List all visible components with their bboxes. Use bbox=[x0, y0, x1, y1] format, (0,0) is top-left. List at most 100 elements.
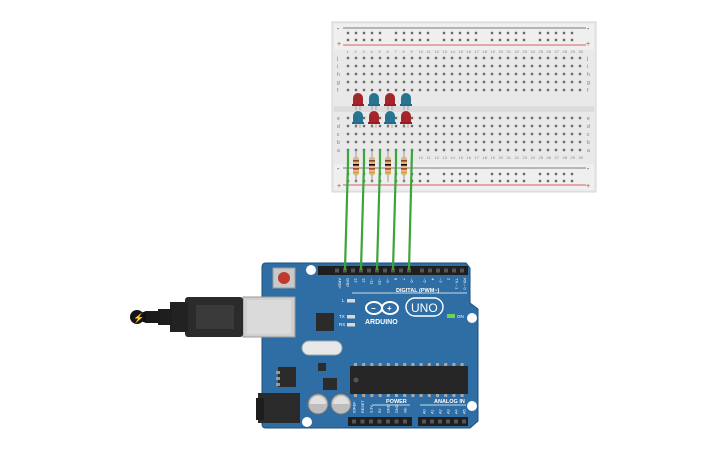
rail-hole[interactable] bbox=[354, 31, 358, 35]
jumper-wire[interactable] bbox=[391, 161, 398, 271]
terminal-hole[interactable] bbox=[418, 148, 422, 152]
terminal-hole[interactable] bbox=[370, 80, 374, 84]
rail-hole[interactable] bbox=[442, 38, 446, 42]
rail-hole[interactable] bbox=[466, 172, 470, 176]
terminal-hole[interactable] bbox=[370, 64, 374, 68]
terminal-hole[interactable] bbox=[530, 80, 534, 84]
terminal-hole[interactable] bbox=[370, 72, 374, 76]
terminal-hole[interactable] bbox=[538, 116, 542, 120]
rail-hole[interactable] bbox=[418, 31, 422, 35]
terminal-hole[interactable] bbox=[442, 132, 446, 136]
terminal-hole[interactable] bbox=[514, 140, 518, 144]
terminal-hole[interactable] bbox=[434, 56, 438, 60]
terminal-hole[interactable] bbox=[378, 132, 382, 136]
terminal-hole[interactable] bbox=[490, 72, 494, 76]
terminal-hole[interactable] bbox=[458, 80, 462, 84]
terminal-hole[interactable] bbox=[538, 132, 542, 136]
terminal-hole[interactable] bbox=[442, 56, 446, 60]
terminal-hole[interactable] bbox=[498, 80, 502, 84]
terminal-hole[interactable] bbox=[450, 56, 454, 60]
led[interactable] bbox=[352, 111, 364, 128]
rail-hole[interactable] bbox=[538, 31, 542, 35]
terminal-hole[interactable] bbox=[386, 72, 390, 76]
terminal-hole[interactable] bbox=[506, 72, 510, 76]
terminal-hole[interactable] bbox=[354, 140, 358, 144]
terminal-hole[interactable] bbox=[346, 72, 350, 76]
terminal-hole[interactable] bbox=[474, 140, 478, 144]
rail-hole[interactable] bbox=[562, 172, 566, 176]
terminal-hole[interactable] bbox=[474, 132, 478, 136]
terminal-hole[interactable] bbox=[482, 64, 486, 68]
terminal-hole[interactable] bbox=[450, 132, 454, 136]
reset-button[interactable] bbox=[272, 267, 296, 289]
terminal-hole[interactable] bbox=[570, 148, 574, 152]
terminal-hole[interactable] bbox=[554, 56, 558, 60]
rail-hole[interactable] bbox=[362, 38, 366, 42]
rail-hole[interactable] bbox=[450, 179, 454, 183]
terminal-hole[interactable] bbox=[522, 132, 526, 136]
terminal-hole[interactable] bbox=[410, 124, 414, 128]
arduino-uno[interactable]: ⚡ bbox=[130, 262, 479, 429]
header-pin[interactable] bbox=[369, 419, 373, 424]
terminal-hole[interactable] bbox=[394, 140, 398, 144]
rail-hole[interactable] bbox=[458, 179, 462, 183]
header-pin[interactable] bbox=[403, 419, 407, 424]
rail-hole[interactable] bbox=[442, 31, 446, 35]
terminal-hole[interactable] bbox=[466, 148, 470, 152]
led[interactable] bbox=[400, 93, 412, 110]
terminal-hole[interactable] bbox=[562, 140, 566, 144]
terminal-hole[interactable] bbox=[394, 132, 398, 136]
rail-hole[interactable] bbox=[474, 31, 478, 35]
terminal-hole[interactable] bbox=[554, 80, 558, 84]
jumper-wire[interactable] bbox=[343, 161, 350, 271]
terminal-hole[interactable] bbox=[458, 64, 462, 68]
usb-cable[interactable]: ⚡ bbox=[130, 297, 243, 337]
terminal-hole[interactable] bbox=[514, 148, 518, 152]
terminal-hole[interactable] bbox=[378, 88, 382, 92]
terminal-hole[interactable] bbox=[570, 140, 574, 144]
terminal-hole[interactable] bbox=[474, 64, 478, 68]
terminal-hole[interactable] bbox=[386, 132, 390, 136]
led[interactable] bbox=[352, 93, 364, 110]
rail-hole[interactable] bbox=[562, 31, 566, 35]
terminal-hole[interactable] bbox=[546, 56, 550, 60]
terminal-hole[interactable] bbox=[578, 140, 582, 144]
terminal-hole[interactable] bbox=[490, 140, 494, 144]
terminal-hole[interactable] bbox=[546, 80, 550, 84]
terminal-hole[interactable] bbox=[546, 116, 550, 120]
terminal-hole[interactable] bbox=[402, 132, 406, 136]
rail-hole[interactable] bbox=[346, 31, 350, 35]
terminal-hole[interactable] bbox=[530, 116, 534, 120]
terminal-hole[interactable] bbox=[450, 140, 454, 144]
power-analog-header[interactable] bbox=[348, 417, 468, 426]
rail-hole[interactable] bbox=[522, 172, 526, 176]
terminal-hole[interactable] bbox=[450, 148, 454, 152]
terminal-hole[interactable] bbox=[530, 64, 534, 68]
rail-hole[interactable] bbox=[490, 38, 494, 42]
terminal-hole[interactable] bbox=[474, 116, 478, 120]
terminal-hole[interactable] bbox=[562, 124, 566, 128]
terminal-hole[interactable] bbox=[466, 124, 470, 128]
resistor[interactable] bbox=[369, 150, 375, 182]
terminal-hole[interactable] bbox=[450, 64, 454, 68]
terminal-hole[interactable] bbox=[538, 124, 542, 128]
terminal-hole[interactable] bbox=[522, 56, 526, 60]
terminal-hole[interactable] bbox=[426, 56, 430, 60]
terminal-hole[interactable] bbox=[418, 124, 422, 128]
terminal-hole[interactable] bbox=[514, 72, 518, 76]
terminal-hole[interactable] bbox=[394, 116, 398, 120]
terminal-hole[interactable] bbox=[514, 64, 518, 68]
terminal-hole[interactable] bbox=[530, 140, 534, 144]
terminal-hole[interactable] bbox=[498, 88, 502, 92]
terminal-hole[interactable] bbox=[362, 80, 366, 84]
terminal-hole[interactable] bbox=[562, 116, 566, 120]
terminal-hole[interactable] bbox=[394, 64, 398, 68]
resistor[interactable] bbox=[401, 150, 407, 182]
rail-hole[interactable] bbox=[466, 31, 470, 35]
terminal-hole[interactable] bbox=[482, 124, 486, 128]
rail-hole[interactable] bbox=[522, 38, 526, 42]
terminal-hole[interactable] bbox=[354, 64, 358, 68]
terminal-hole[interactable] bbox=[386, 56, 390, 60]
terminal-hole[interactable] bbox=[354, 132, 358, 136]
terminal-hole[interactable] bbox=[370, 56, 374, 60]
